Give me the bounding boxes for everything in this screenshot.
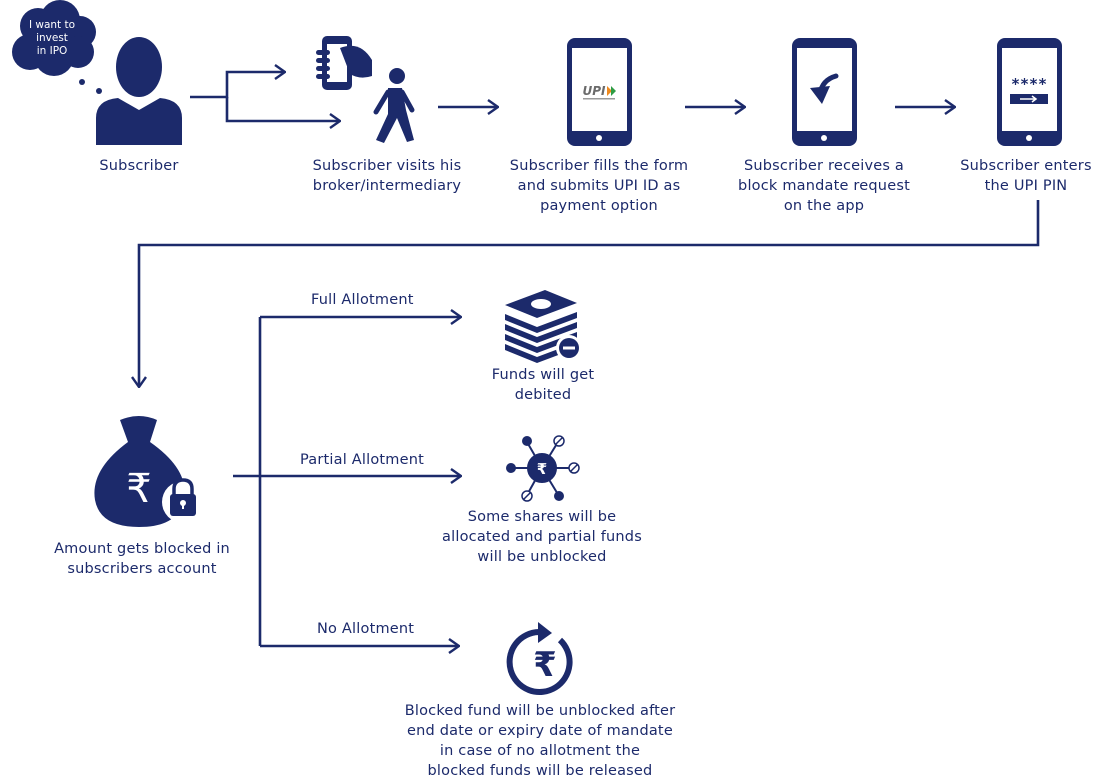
step-label-broker: Subscriber visits his broker/intermediar… bbox=[292, 156, 482, 196]
upi-logo: UPI bbox=[582, 84, 606, 98]
label-line: broker/intermediary bbox=[312, 178, 462, 194]
broker-visit-icon bbox=[316, 36, 415, 143]
rupee-refresh-icon: ₹ bbox=[506, 622, 573, 695]
thought-bubble-icon bbox=[12, 0, 102, 94]
connector-subscriber-split bbox=[190, 72, 285, 99]
thought-bubble-text: I want to invest in IPO bbox=[24, 19, 80, 58]
outcome-label-none: Blocked fund will be unblocked after end… bbox=[380, 701, 700, 781]
step-label-mandate: Subscriber receives a block mandate requ… bbox=[724, 156, 924, 216]
label-line: end date or expiry date of mandate bbox=[407, 723, 673, 739]
mandate-phone-icon bbox=[792, 38, 857, 146]
label-line: the UPI PIN bbox=[984, 178, 1068, 194]
label-line: Subscriber fills the form bbox=[509, 158, 689, 174]
label-line: debited bbox=[514, 387, 572, 403]
label-line: in case of no allotment the bbox=[439, 743, 641, 759]
label-line: blocked funds will be released bbox=[427, 763, 653, 779]
label-line: will be unblocked bbox=[477, 549, 607, 565]
connector-pin-blocked bbox=[139, 200, 1040, 387]
thought-line: invest bbox=[36, 32, 68, 44]
label-line: block mandate request bbox=[738, 178, 910, 194]
svg-text:₹: ₹ bbox=[126, 466, 151, 512]
step-label-subscriber: Subscriber bbox=[59, 156, 219, 176]
label-line: Funds will get bbox=[491, 367, 595, 383]
label-line: Subscriber enters bbox=[960, 158, 1092, 174]
upi-phone-icon: UPI bbox=[567, 38, 632, 146]
label-line: Subscriber bbox=[99, 158, 179, 174]
step-label-upi: Subscriber fills the form and submits UP… bbox=[494, 156, 704, 216]
subscriber-person-icon bbox=[96, 37, 182, 145]
svg-text:₹: ₹ bbox=[537, 460, 547, 478]
label-line: and submits UPI ID as bbox=[517, 178, 681, 194]
svg-text:₹: ₹ bbox=[533, 645, 557, 685]
connector-subscriber-broker bbox=[225, 97, 340, 121]
thought-line: in IPO bbox=[36, 45, 68, 57]
label-line: allocated and partial funds bbox=[442, 529, 642, 545]
partial-allocation-icon: ₹ bbox=[506, 435, 580, 502]
label-line: Amount gets blocked in bbox=[54, 541, 230, 557]
label-line: Some shares will be bbox=[467, 509, 617, 525]
label-line: subscribers account bbox=[67, 561, 217, 577]
label-line: payment option bbox=[540, 198, 658, 214]
pin-phone-icon: **** bbox=[997, 38, 1062, 146]
label-line: Subscriber receives a bbox=[743, 158, 905, 174]
outcome-label-partial: Some shares will be allocated and partia… bbox=[427, 507, 657, 567]
cash-stack-minus-icon bbox=[505, 290, 582, 363]
step-label-pin: Subscriber enters the UPI PIN bbox=[954, 156, 1098, 196]
blocked-label: Amount gets blocked in subscribers accou… bbox=[37, 539, 247, 579]
money-bag-lock-icon: ₹ bbox=[94, 416, 204, 527]
edge-label-partial-allotment: Partial Allotment bbox=[300, 452, 425, 468]
connectors bbox=[139, 72, 1040, 646]
label-line: Blocked fund will be unblocked after bbox=[404, 703, 676, 719]
edge-label-no-allotment: No Allotment bbox=[317, 621, 415, 637]
pin-mask: **** bbox=[1011, 75, 1047, 93]
label-line: on the app bbox=[783, 198, 865, 214]
outcome-label-full: Funds will get debited bbox=[448, 365, 638, 405]
edge-label-full-allotment: Full Allotment bbox=[311, 292, 414, 308]
thought-line: I want to bbox=[28, 19, 76, 31]
label-line: Subscriber visits his bbox=[312, 158, 462, 174]
